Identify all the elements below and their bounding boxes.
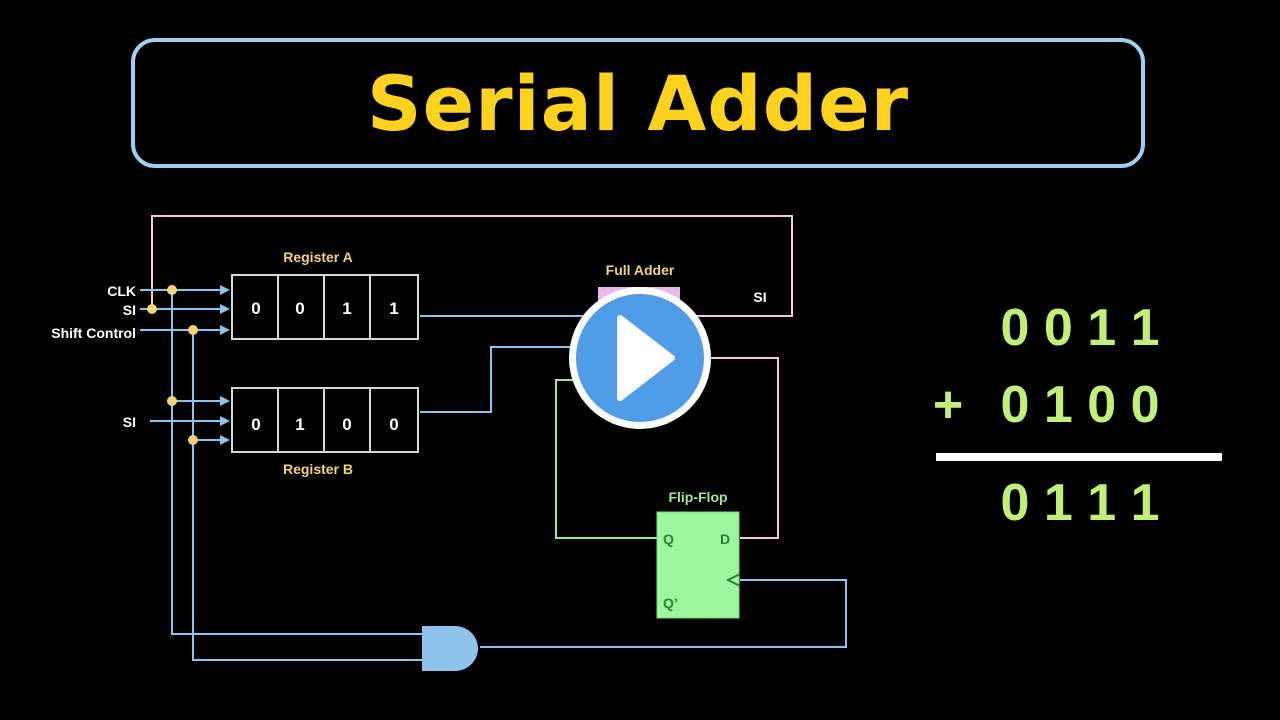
register-a-bit: 0 xyxy=(295,299,304,318)
shift-control-label: Shift Control xyxy=(51,325,136,341)
arrowheads xyxy=(220,285,230,445)
clock-input-icon xyxy=(725,573,741,587)
full-adder-label: Full Adder xyxy=(606,262,675,278)
result: 0 1 1 1 xyxy=(1000,474,1159,532)
register-b-label: Register B xyxy=(283,461,353,477)
flip-flop: Flip-Flop Q D Q’ xyxy=(656,489,741,619)
register-b-bit: 0 xyxy=(389,415,398,434)
control-wires xyxy=(140,289,847,661)
si-feedback-wire xyxy=(151,215,793,317)
operand-2: 0 1 0 0 xyxy=(1000,376,1159,434)
si-b-label: SI xyxy=(123,414,136,430)
register-b: 0 1 0 0 Register B xyxy=(231,387,419,477)
flip-flop-d: D xyxy=(720,531,730,547)
title-box: Serial Adder xyxy=(131,38,1145,168)
register-a-bit: 0 xyxy=(251,299,260,318)
and-gate xyxy=(422,626,479,671)
carry-out-wire xyxy=(700,357,779,539)
plus-sign: + xyxy=(933,376,963,434)
play-icon xyxy=(617,315,675,401)
sum-divider xyxy=(936,453,1222,461)
register-a-bit: 1 xyxy=(389,299,398,318)
page-title: Serial Adder xyxy=(366,58,910,148)
register-a: Register A 0 0 1 1 xyxy=(231,249,419,340)
flip-flop-q-bar: Q’ xyxy=(663,595,678,611)
play-button[interactable] xyxy=(569,287,711,429)
register-b-bit: 0 xyxy=(342,415,351,434)
flip-flop-q: Q xyxy=(663,531,674,547)
binary-addition: 0 0 1 1 + 0 1 0 0 0 1 1 1 xyxy=(933,299,1160,532)
register-a-bit: 1 xyxy=(342,299,351,318)
flip-flop-label: Flip-Flop xyxy=(668,489,727,505)
register-b-bit: 0 xyxy=(251,415,260,434)
full-adder-si-label: SI xyxy=(753,289,766,305)
junction-dots xyxy=(147,285,198,445)
register-b-bit: 1 xyxy=(295,415,304,434)
clk-label: CLK xyxy=(107,283,136,299)
flip-flop-block xyxy=(656,511,740,619)
register-a-label: Register A xyxy=(283,249,353,265)
si-a-label: SI xyxy=(123,302,136,318)
operand-1: 0 0 1 1 xyxy=(1000,299,1159,357)
